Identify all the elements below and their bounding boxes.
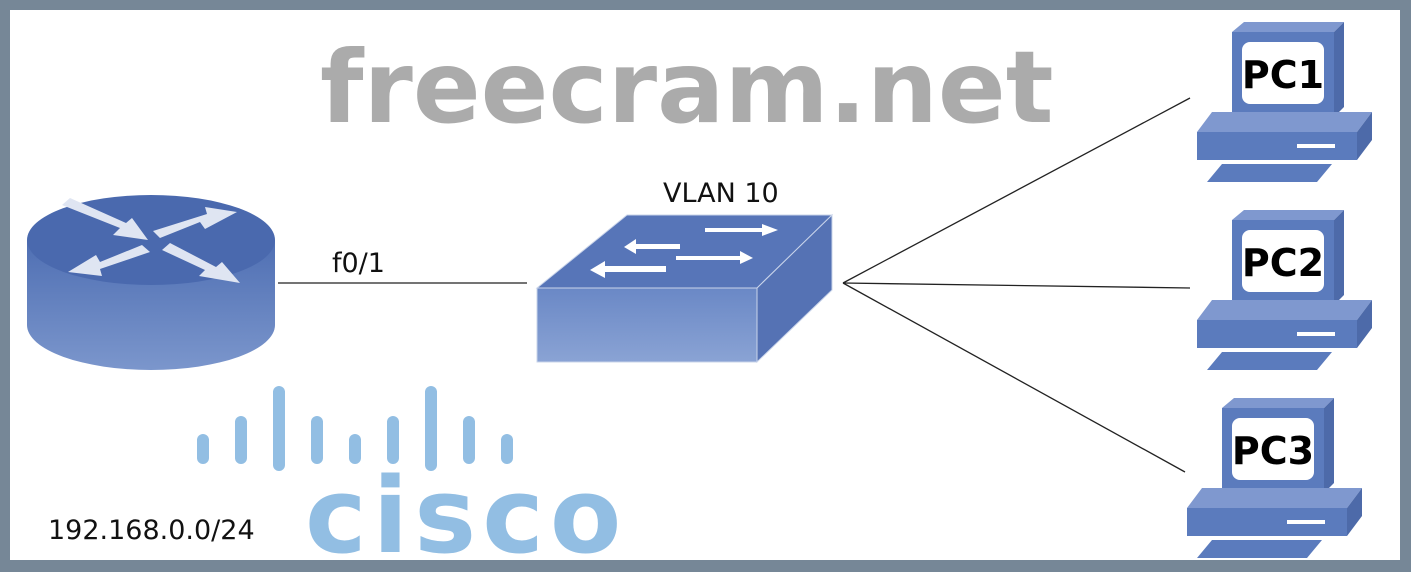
links xyxy=(278,97,1191,473)
switch-vlan-label: VLAN 10 xyxy=(663,178,779,209)
cisco-logo-text: cisco xyxy=(305,455,627,572)
switch-icon[interactable] xyxy=(535,213,834,364)
pc1-icon[interactable]: PC1 xyxy=(1197,22,1372,182)
router-interface-label: f0/1 xyxy=(332,248,385,279)
watermark-text: freecram.net xyxy=(320,29,1054,146)
pc3-label: PC3 xyxy=(1232,429,1314,473)
pc2-icon[interactable]: PC2 xyxy=(1197,210,1372,370)
pc1-label: PC1 xyxy=(1242,53,1324,97)
cisco-logo-bars xyxy=(197,386,513,471)
link-switch-pc2 xyxy=(842,282,1191,289)
cisco-logo: cisco xyxy=(197,386,627,572)
network-label: 192.168.0.0/24 xyxy=(48,515,255,546)
link-switch-pc1 xyxy=(842,97,1191,284)
link-switch-pc3 xyxy=(842,282,1186,473)
pc3-icon[interactable]: PC3 xyxy=(1187,398,1362,558)
pc2-label: PC2 xyxy=(1242,241,1324,285)
router-icon[interactable] xyxy=(27,195,275,370)
